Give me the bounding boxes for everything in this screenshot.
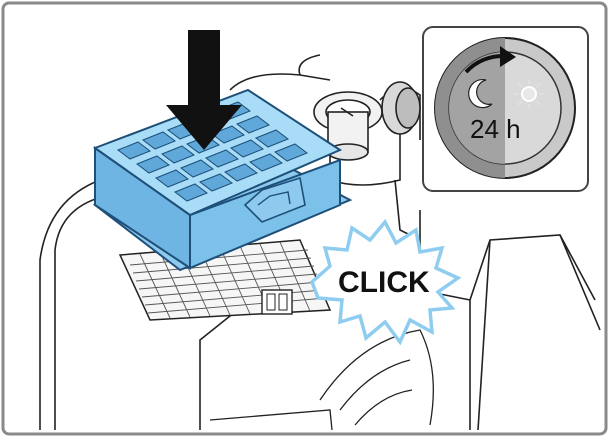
side-roller [381, 81, 421, 135]
clock-label: 24 h [470, 114, 521, 144]
sun-icon [514, 79, 544, 109]
click-label: CLICK [338, 266, 430, 299]
click-callout: CLICK [309, 218, 462, 346]
exhaust-filter [92, 88, 353, 272]
moon-icon [468, 78, 493, 109]
inset-panel: 24 h [422, 26, 589, 192]
rotate-arrow-icon [464, 46, 516, 74]
vent-fan [209, 329, 434, 431]
down-arrow-icon [166, 30, 242, 150]
